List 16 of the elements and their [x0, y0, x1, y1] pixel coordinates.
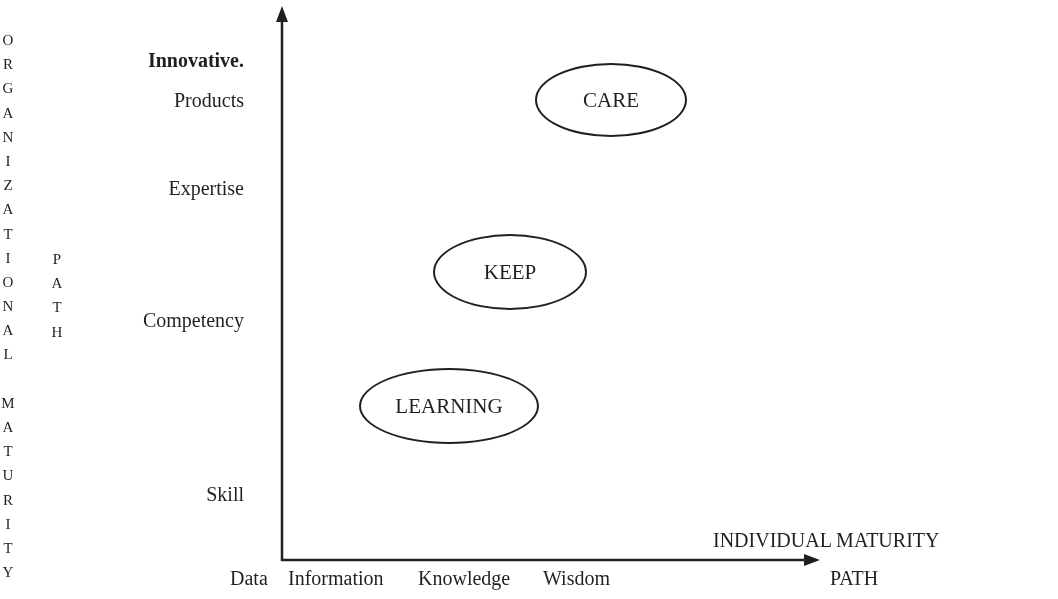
axis-level-label: Wisdom	[543, 566, 610, 590]
axis-level-label: Skill	[206, 482, 244, 506]
axis-title: ORGANIZATIONAL MATURITY	[0, 31, 16, 583]
oval-node: CARE	[535, 63, 687, 137]
axis-level-label: Innovative.	[147, 48, 244, 72]
axis-title: PATH	[50, 250, 64, 342]
axis-level-label: Data	[230, 566, 268, 590]
axis-level-label: Products	[174, 88, 244, 112]
axis-level-label: Competency	[142, 308, 244, 332]
axis-level-label: Information	[288, 566, 384, 590]
oval-node: LEARNING	[359, 368, 539, 444]
oval-node: KEEP	[433, 234, 587, 310]
axis-title: INDIVIDUAL MATURITY	[713, 528, 940, 552]
axis-level-label: Expertise	[168, 176, 244, 200]
axis-title: PATH	[830, 566, 879, 590]
axis-level-label: Knowledge	[418, 566, 511, 590]
